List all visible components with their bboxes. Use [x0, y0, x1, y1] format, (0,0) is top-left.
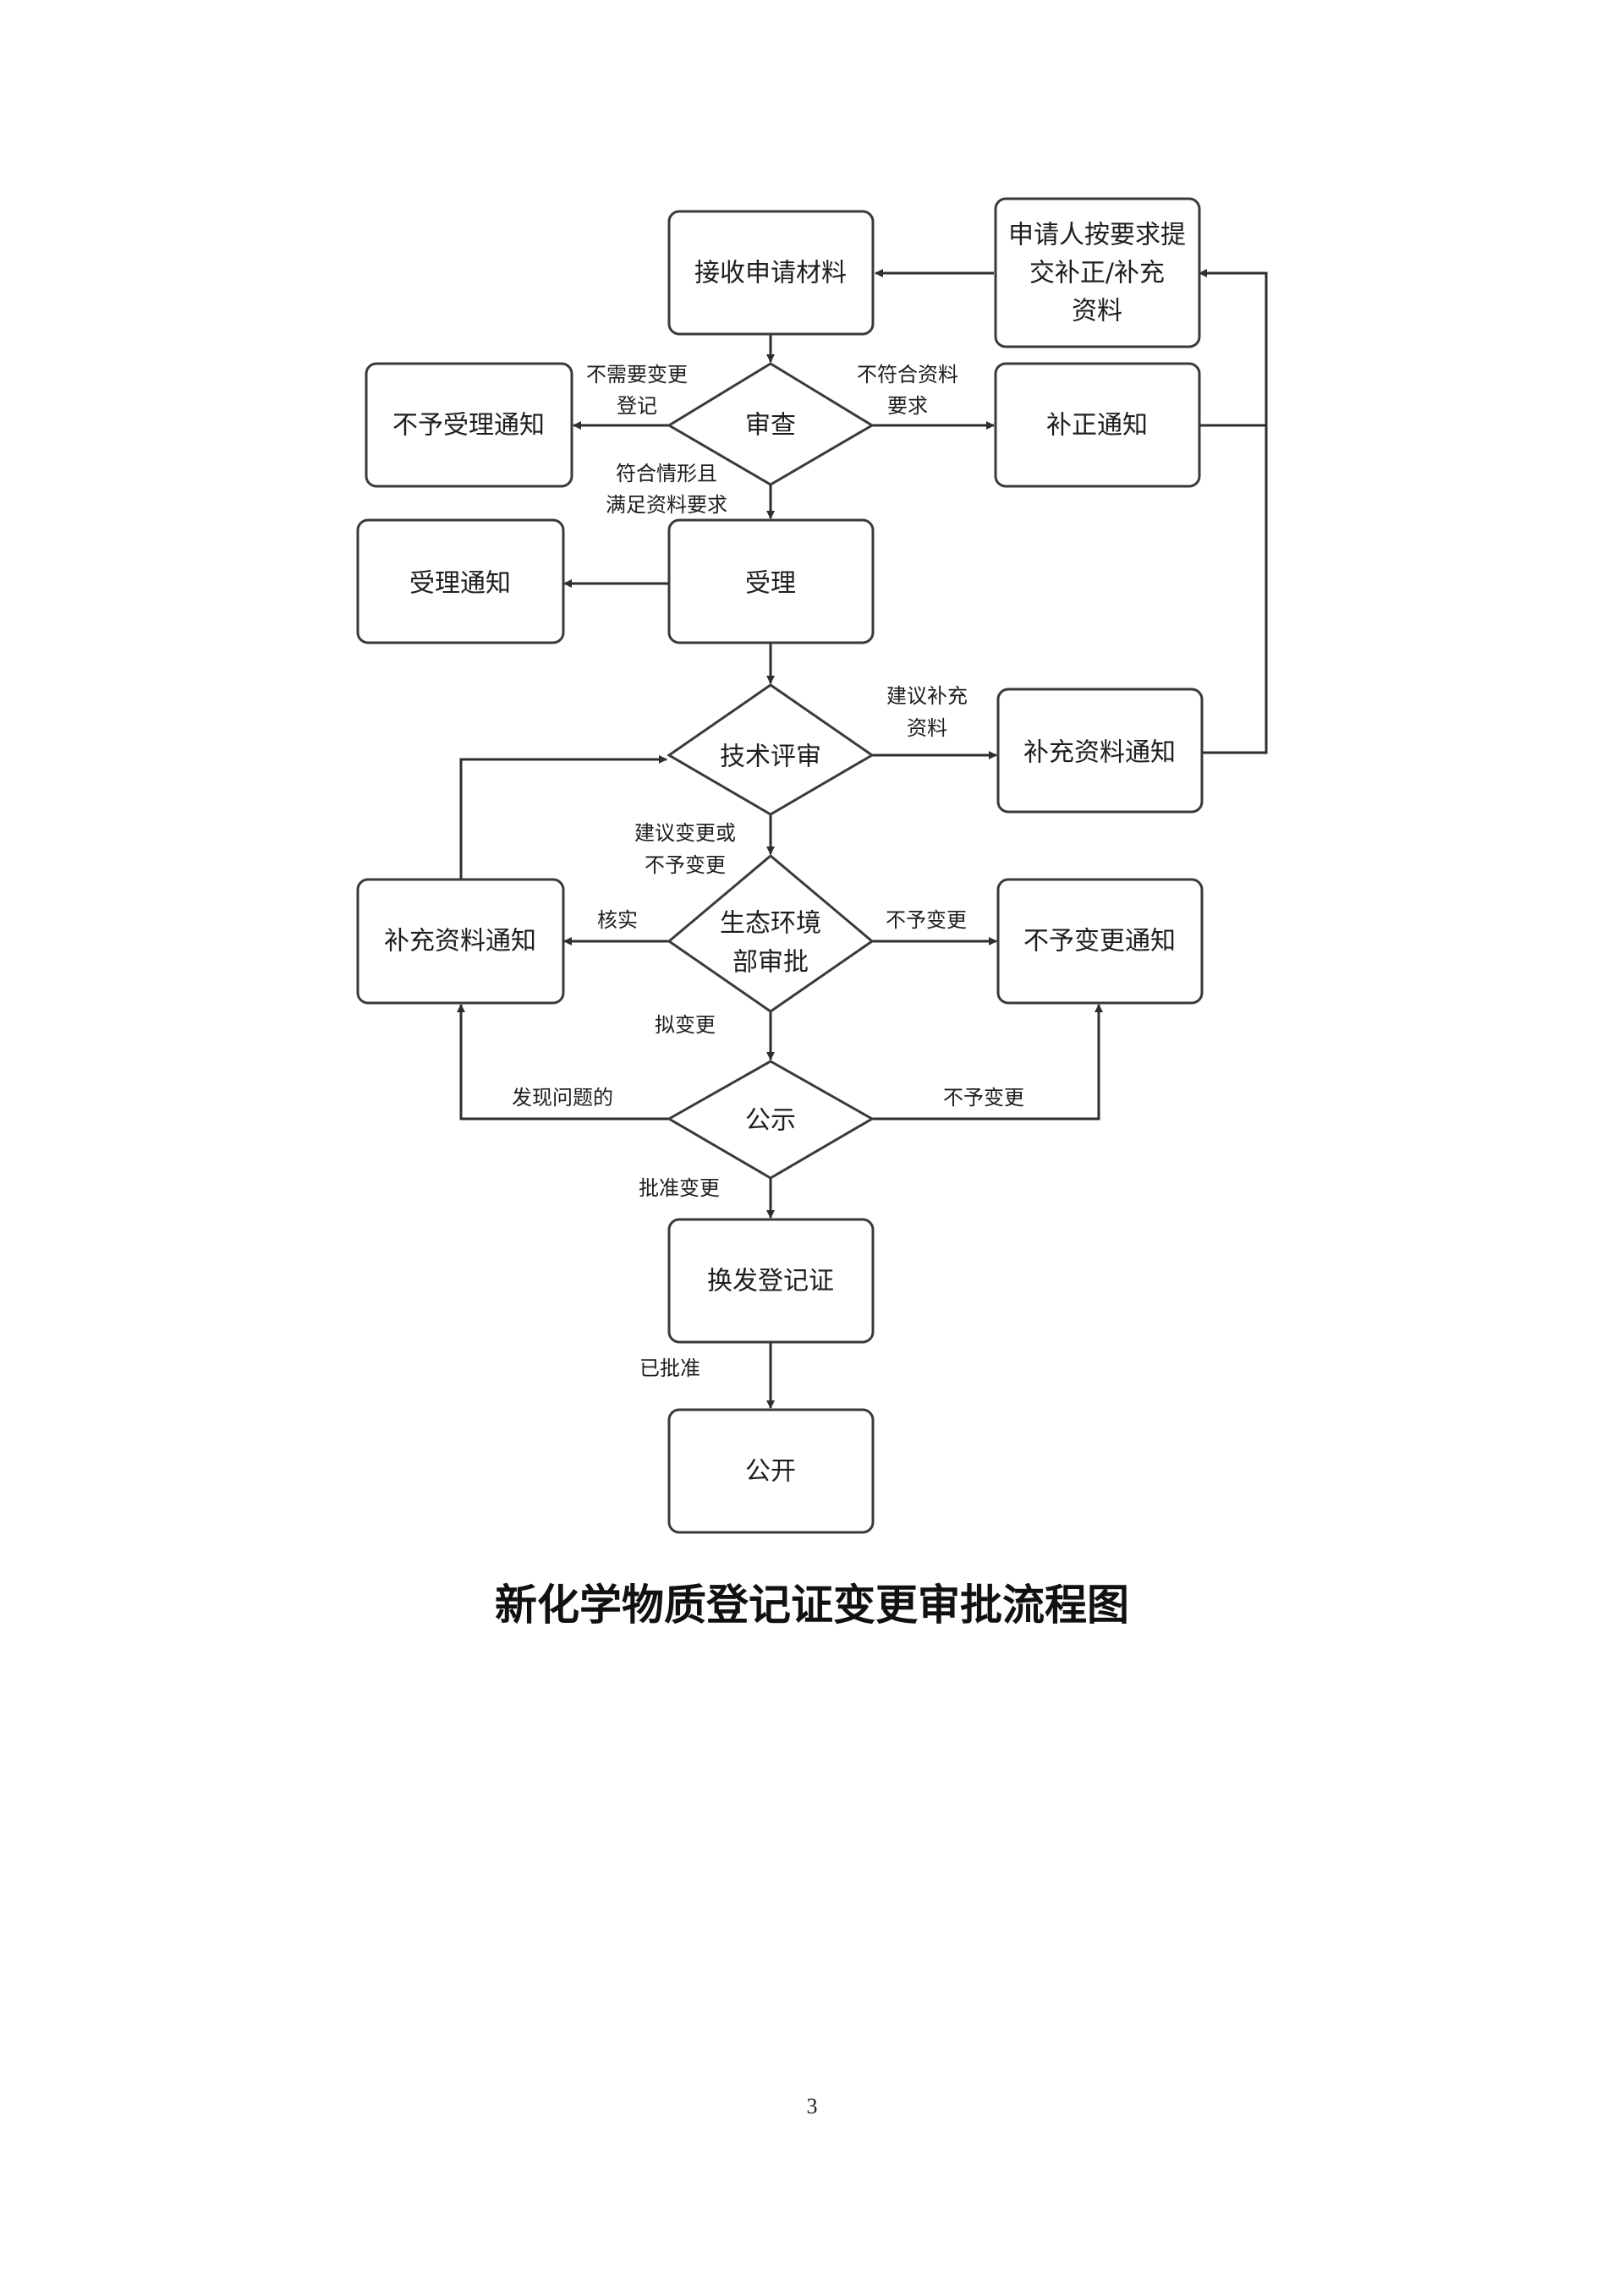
flowchart: 接收申请材料 申请人按要求提 交补正/补充 资料 审查 不予受理通知 补正通知 … [356, 197, 1268, 1534]
node-mee-approval-line2: 部审批 [732, 948, 809, 978]
edge-label-suggest-change-line1: 建议变更或 [634, 821, 736, 845]
edge-label-publicity-no-change: 不予变更 [943, 1086, 1024, 1110]
node-reissue: 换发登记证 [667, 1218, 875, 1344]
node-supplement-notice-right: 补充资料通知 [996, 688, 1204, 814]
node-accept-notice-label: 受理通知 [409, 569, 511, 599]
edge-label-approved: 已批准 [639, 1356, 700, 1380]
node-mee-approval: 生态环境 部审批 [667, 854, 875, 1013]
node-no-change-notice: 不予变更通知 [996, 878, 1204, 1005]
node-review-label: 审查 [745, 411, 796, 441]
edge-label-meets-line2: 满足资料要求 [606, 493, 727, 517]
node-reissue-label: 换发登记证 [707, 1267, 834, 1296]
node-supplement-notice-right-label: 补充资料通知 [1023, 738, 1176, 768]
node-publicity-label: 公示 [745, 1106, 796, 1136]
edge-label-verify: 核实 [597, 908, 638, 932]
node-applicant-supplement: 申请人按要求提 交补正/补充 资料 [994, 197, 1201, 348]
edge-label-no-change-needed-line1: 不需要变更 [586, 363, 688, 386]
edge-label-suggest-change-line2: 不予变更 [645, 853, 726, 877]
node-mee-approval-line1: 生态环境 [720, 909, 821, 939]
edge-label-suggest-supplement-line2: 资料 [907, 716, 947, 740]
node-reject-notice: 不予受理通知 [365, 362, 573, 488]
figure-caption: 新化学物质登记证变更审批流程图 [495, 1580, 1129, 1630]
node-applicant-supplement-line2: 交补正/补充 [1029, 259, 1165, 288]
edge-label-propose-change: 拟变更 [655, 1013, 716, 1037]
node-reject-notice-label: 不予受理通知 [392, 411, 545, 441]
node-accept: 受理 [667, 518, 875, 644]
edge-label-no-change-needed-line2: 登记 [617, 394, 657, 418]
edge-label-not-meet-line2: 要求 [887, 394, 928, 418]
node-correction-notice-label: 补正通知 [1046, 411, 1148, 441]
node-applicant-supplement-line1: 申请人按要求提 [1008, 221, 1186, 250]
edge-publicity-to-no-change [872, 1004, 1103, 1121]
node-correction-notice: 补正通知 [994, 362, 1201, 488]
node-publish-label: 公开 [745, 1457, 796, 1487]
edge-label-suggest-supplement-line1: 建议补充 [886, 684, 968, 708]
node-publicity: 公示 [666, 1060, 875, 1180]
node-receive: 接收申请材料 [667, 210, 875, 336]
edge-label-not-meet-line1: 不符合资料 [857, 363, 958, 386]
node-accept-label: 受理 [745, 569, 796, 599]
edge-label-problem-found: 发现问题的 [512, 1086, 613, 1110]
edge-supplement-left-loop [459, 755, 667, 879]
node-tech-review: 技术评审 [667, 683, 875, 816]
edge-correction-loop [1197, 269, 1268, 427]
node-receive-label: 接收申请材料 [694, 259, 847, 288]
node-tech-review-label: 技术评审 [720, 743, 821, 772]
node-accept-notice: 受理通知 [356, 518, 565, 644]
edge-publicity-to-supplement-left [457, 1004, 669, 1121]
node-supplement-notice-left-label: 补充资料通知 [384, 927, 536, 956]
edge-supplement-right-loop [1200, 425, 1268, 754]
edge-label-approve-change: 批准变更 [639, 1176, 720, 1200]
node-publish: 公开 [667, 1408, 875, 1534]
edge-label-approval-no-change: 不予变更 [886, 908, 967, 932]
page-number: 3 [806, 2094, 818, 2118]
edge-label-meets-line1: 符合情形且 [616, 462, 717, 485]
node-applicant-supplement-line3: 资料 [1072, 297, 1122, 326]
node-no-change-notice-label: 不予变更通知 [1023, 927, 1176, 956]
node-review: 审查 [667, 362, 875, 486]
node-supplement-notice-left: 补充资料通知 [356, 878, 565, 1005]
